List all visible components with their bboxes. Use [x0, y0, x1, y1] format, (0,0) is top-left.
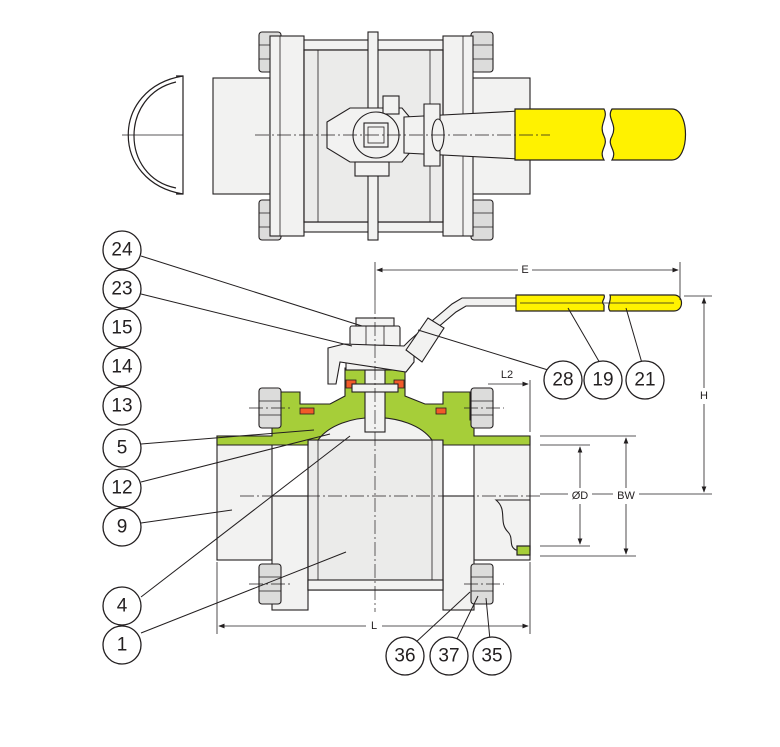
callout-24: 24: [102, 230, 142, 270]
dim-label-od: ØD: [572, 490, 589, 502]
packing: [299, 407, 315, 415]
callout-28: 28: [543, 360, 583, 400]
handle-arm: [327, 297, 521, 385]
top-left-flange: [269, 35, 305, 237]
dim-label-l: L: [371, 620, 377, 632]
svg-text:28: 28: [552, 370, 573, 391]
svg-text:12: 12: [111, 478, 132, 499]
dim-label-l2: L2: [501, 369, 513, 381]
callouts-bottom: 36 37 35: [385, 636, 512, 676]
svg-text:23: 23: [111, 279, 132, 300]
callout-21: 21: [625, 360, 665, 400]
callout-15: 15: [102, 308, 142, 348]
callout-36: 36: [385, 636, 425, 676]
top-bolt-head: [470, 199, 494, 241]
top-handle-sleeve-end: [609, 108, 687, 161]
svg-text:14: 14: [111, 357, 133, 378]
callout-4: 4: [102, 586, 142, 626]
top-view: [122, 31, 687, 241]
svg-text:1: 1: [117, 635, 128, 656]
top-bolt-head: [470, 31, 494, 73]
packing: [435, 407, 447, 415]
right-flange-lower: [442, 495, 475, 611]
callout-37: 37: [429, 636, 469, 676]
dimension-labels: E H L2 ØD BW L: [366, 262, 711, 634]
left-end-cap: [216, 435, 273, 561]
svg-text:9: 9: [117, 517, 128, 538]
svg-text:15: 15: [111, 318, 132, 339]
center-body: [307, 439, 444, 591]
callout-23: 23: [102, 269, 142, 309]
svg-text:4: 4: [117, 596, 128, 617]
dim-label-bw: BW: [617, 490, 635, 502]
callout-5: 5: [102, 428, 142, 468]
svg-text:36: 36: [394, 646, 415, 667]
callouts-right: 28 19 21: [543, 360, 665, 400]
top-handle-sleeve: [514, 108, 606, 161]
svg-text:5: 5: [117, 438, 128, 459]
callout-35: 35: [472, 636, 512, 676]
callout-12: 12: [102, 468, 142, 508]
svg-text:35: 35: [481, 646, 502, 667]
svg-text:19: 19: [592, 370, 613, 391]
callout-14: 14: [102, 347, 142, 387]
svg-text:24: 24: [111, 240, 133, 261]
leader-lines: [140, 255, 645, 644]
tie-rod-lower: [307, 579, 444, 591]
dim-label-h: H: [700, 390, 708, 402]
svg-text:21: 21: [634, 370, 655, 391]
callouts-left: 24 23 15 14 13 5 12 9 4 1: [102, 230, 142, 665]
section-view: [216, 294, 683, 612]
top-left-end-cap: [212, 77, 271, 195]
callout-1: 1: [102, 625, 142, 665]
svg-text:37: 37: [438, 646, 459, 667]
dim-label-e: E: [521, 264, 528, 276]
svg-text:13: 13: [111, 396, 132, 417]
callout-9: 9: [102, 507, 142, 547]
callout-19: 19: [583, 360, 623, 400]
callout-13: 13: [102, 386, 142, 426]
